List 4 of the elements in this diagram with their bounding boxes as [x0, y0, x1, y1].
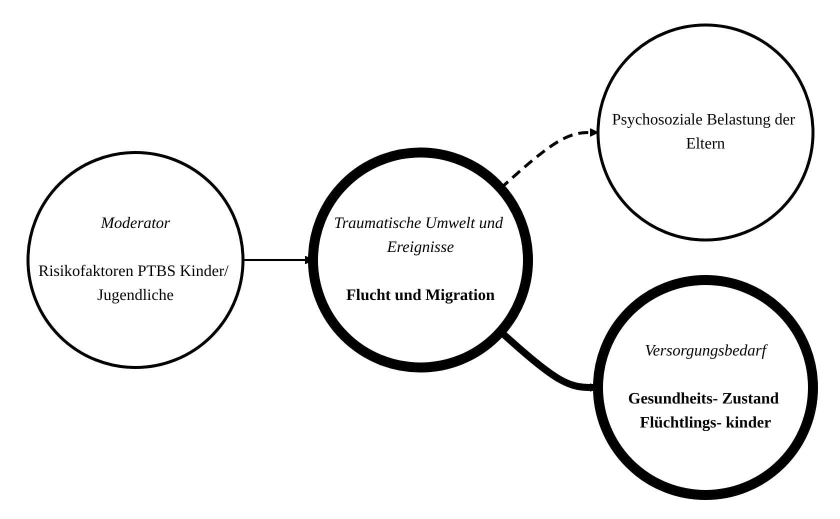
node-circle: Moderator Risikofaktoren PTBS Kinder/ Jugendliche: [26, 150, 244, 368]
node-circle: Traumatische Umwelt und Ereignisse Flucht und Migration: [308, 147, 532, 372]
node-circle: Versorgungsbedarf Gesundheits- Zustand Flüchtlings- kinder: [592, 274, 818, 500]
node-circle: Psychosoziale Belastung der Eltern: [596, 23, 814, 241]
